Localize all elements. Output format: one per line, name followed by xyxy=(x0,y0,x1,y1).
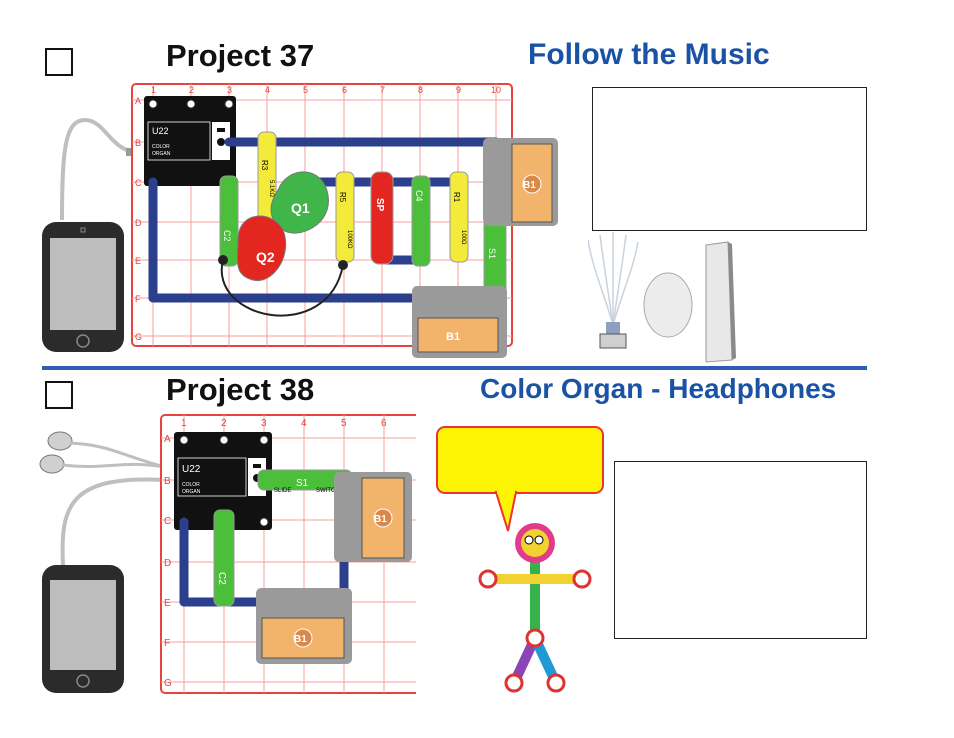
p37-q2-code: Q2 xyxy=(256,249,275,265)
p38-row-c: C xyxy=(164,516,171,527)
mascot-illustration xyxy=(478,523,592,693)
project37-title: Project 37 xyxy=(166,38,315,73)
p38-col-4: 4 xyxy=(301,418,307,429)
speech-bubble xyxy=(436,426,604,532)
p37-u22-label: U22 xyxy=(152,126,169,136)
project37-phone-illustration xyxy=(42,117,140,352)
p37-col-3: 3 xyxy=(227,85,232,95)
p37-u22-sub1: COLOR xyxy=(152,144,170,150)
p38-u22-sub1: COLOR xyxy=(182,482,200,488)
p38-c2-code: C2 xyxy=(216,572,227,585)
p37-col-9: 9 xyxy=(456,85,461,95)
p37-row-g: G xyxy=(135,332,142,342)
p37-r5-value: 100KΩ xyxy=(346,230,352,249)
p38-col-1: 1 xyxy=(181,418,187,429)
p37-col-4: 4 xyxy=(265,85,270,95)
p37-c2-code: C2 xyxy=(222,230,232,242)
p38-b1-code: B1 xyxy=(374,514,387,525)
p37-col-5: 5 xyxy=(303,85,308,95)
p37-s1-code: S1 xyxy=(487,248,497,259)
p38-b1-bottom-code: B1 xyxy=(294,634,307,645)
p38-row-g: G xyxy=(164,678,172,689)
p38-row-e: E xyxy=(164,598,171,609)
p38-s1-type: SLIDE xyxy=(274,488,291,494)
p37-col-8: 8 xyxy=(418,85,423,95)
p37-col-1: 1 xyxy=(151,85,156,95)
p37-col-10: 10 xyxy=(491,85,501,95)
p37-row-f: F xyxy=(135,294,141,304)
p38-row-a: A xyxy=(164,434,171,445)
p37-b1-right-code: B1 xyxy=(523,180,536,191)
p37-col-7: 7 xyxy=(380,85,385,95)
p37-r1-value: 100Ω xyxy=(460,230,466,245)
project37-battery-holder: B1 xyxy=(484,138,558,226)
section-divider xyxy=(42,366,867,370)
p37-sp-code: SP xyxy=(374,198,385,212)
project37-accessories xyxy=(588,232,736,363)
p38-u22-sub2: ORGAN xyxy=(182,489,201,495)
project37-name: Follow the Music xyxy=(528,38,770,71)
project37-instructions-box xyxy=(592,87,867,231)
p37-r1-code: R1 xyxy=(452,192,461,203)
p37-r3-value: 5.1KΩ xyxy=(268,180,274,197)
project38-name: Color Organ - Headphones xyxy=(480,373,837,404)
project37-circuit-board: 1 2 3 4 5 6 7 8 9 10 A B C D E F G U22 C… xyxy=(131,83,518,358)
p37-row-d: D xyxy=(135,218,142,228)
p37-u22-sub2: ORGAN xyxy=(152,151,171,157)
p38-col-5: 5 xyxy=(341,418,347,429)
p37-r5-code: R5 xyxy=(338,192,347,203)
project38-instructions-box xyxy=(614,461,867,639)
p37-row-c: C xyxy=(135,178,142,188)
p38-row-b: B xyxy=(164,476,171,487)
project38-title: Project 38 xyxy=(166,372,315,407)
project38-checkbox[interactable] xyxy=(45,381,73,409)
p38-col-3: 3 xyxy=(261,418,267,429)
p37-b1-code: B1 xyxy=(446,331,460,343)
p37-row-a: A xyxy=(135,96,141,106)
p37-col-6: 6 xyxy=(342,85,347,95)
p38-row-f: F xyxy=(164,638,170,649)
p37-col-2: 2 xyxy=(189,85,194,95)
p37-r3-code: R3 xyxy=(260,160,269,171)
p37-row-b: B xyxy=(135,138,141,148)
project37-checkbox[interactable] xyxy=(45,48,73,76)
p38-u22-label: U22 xyxy=(182,464,201,475)
p38-s1-code: S1 xyxy=(296,478,309,489)
p37-row-e: E xyxy=(135,256,141,266)
p38-col-2: 2 xyxy=(221,418,227,429)
project38-phone-illustration xyxy=(39,431,166,693)
p37-q1-code: Q1 xyxy=(291,200,310,216)
p38-col-6: 6 xyxy=(381,418,387,429)
project38-circuit-board: 1 2 3 4 5 6 A B C D E F G U22 COLOR ORGA… xyxy=(160,414,416,694)
p37-c4-code: C4 xyxy=(414,190,424,202)
p38-s1-type2: SWITCH xyxy=(316,488,340,494)
p38-row-d: D xyxy=(164,558,171,569)
